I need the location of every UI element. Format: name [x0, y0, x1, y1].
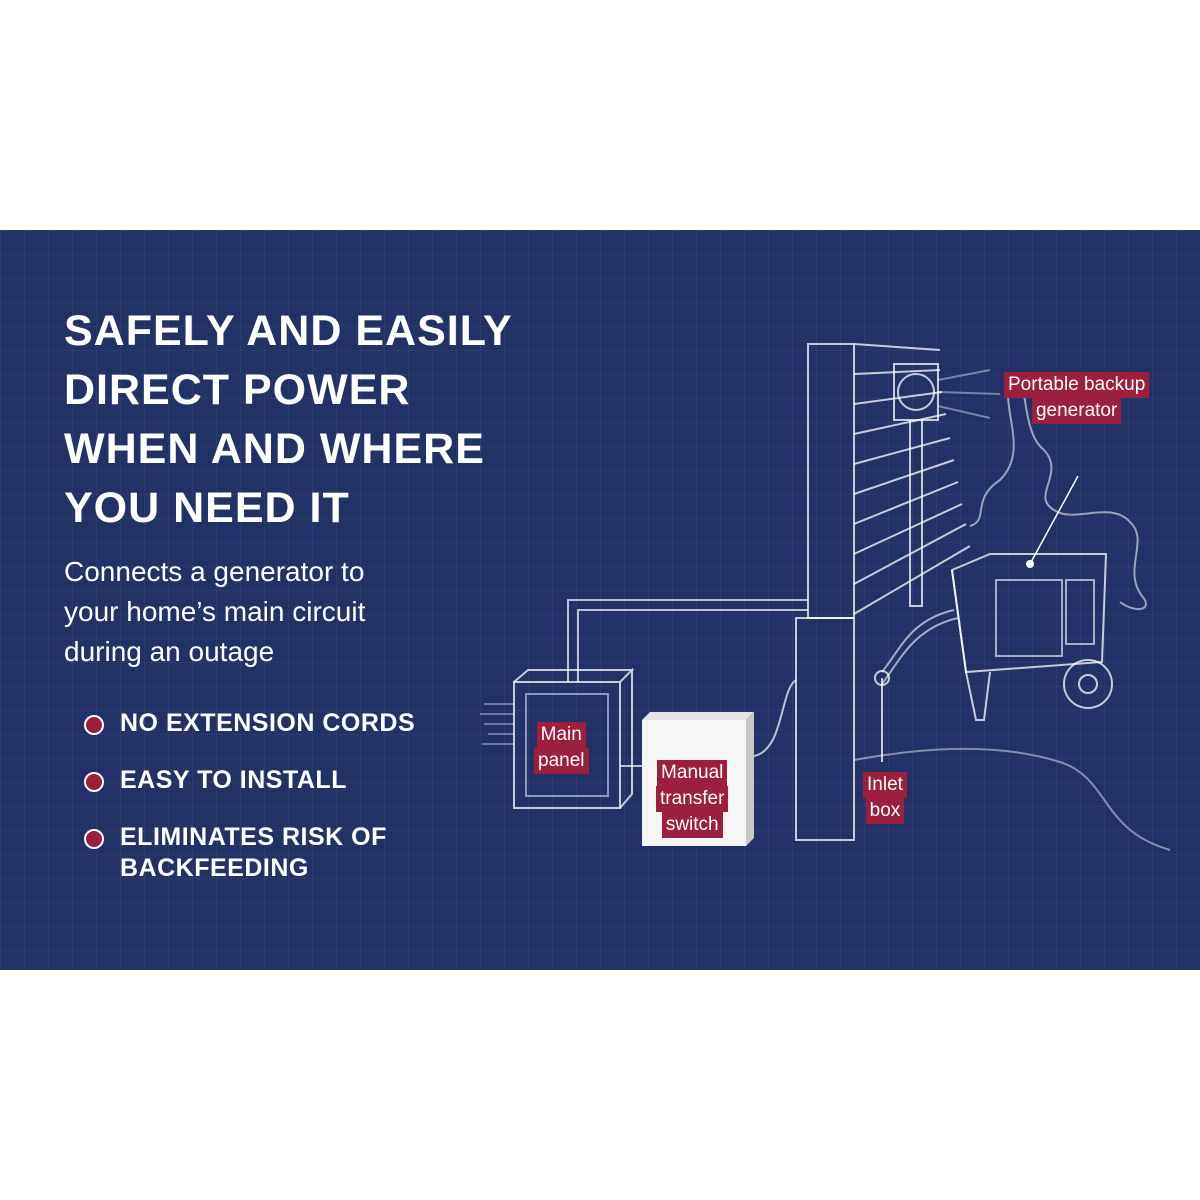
subhead-line-1: Connects a generator to	[64, 556, 365, 587]
headline-line-2: DIRECT POWER	[64, 366, 411, 414]
bullet-dot-icon	[84, 829, 104, 849]
benefit-item: EASY TO INSTALL	[84, 765, 420, 796]
benefit-text: NO EXTENSION CORDS	[120, 709, 416, 737]
headline-line-3: WHEN AND WHERE	[64, 425, 485, 473]
generator-leader	[1029, 475, 1079, 565]
subhead: Connects a generator to your home’s main…	[64, 552, 484, 672]
headline-line-4: YOU NEED IT	[64, 484, 350, 532]
ground-line	[853, 747, 1171, 851]
headline-line-1: SAFELY AND EASILY	[64, 307, 513, 355]
house-wall-icon	[795, 343, 971, 841]
benefit-text: EASY TO INSTALL	[120, 766, 347, 794]
generator-label: Portable backup generator	[1004, 372, 1150, 424]
wiring-diagram: Main panel Manual transfer switch Inlet …	[470, 310, 1190, 910]
bullet-dot-icon	[84, 715, 104, 735]
exhaust-cloud-icon	[969, 372, 1147, 611]
benefit-text: ELIMINATES RISK OF	[120, 823, 387, 851]
banner: SAFELY AND EASILY DIRECT POWER WHEN AND …	[0, 230, 1200, 970]
main-panel-label: Main panel	[534, 722, 589, 774]
generator-cord	[881, 609, 959, 685]
diagram-illustration	[480, 343, 1171, 851]
benefit-list: NO EXTENSION CORDS EASY TO INSTALL ELIMI…	[84, 708, 420, 910]
transfer-switch-label: Manual transfer switch	[656, 760, 729, 838]
generator-icon	[950, 553, 1113, 721]
benefit-text: BACKFEEDING	[120, 854, 309, 882]
benefit-item: NO EXTENSION CORDS	[84, 708, 420, 739]
speed-lines	[480, 703, 514, 745]
benefit-item: ELIMINATES RISK OF BACKFEEDING	[84, 822, 420, 884]
bullet-dot-icon	[84, 772, 104, 792]
electric-meter-icon	[893, 363, 1001, 607]
main-panel-icon	[513, 667, 635, 809]
subhead-line-3: during an outage	[64, 636, 275, 667]
inlet-box-label: Inlet box	[863, 772, 907, 824]
subhead-line-2: your home’s main circuit	[64, 596, 366, 627]
headline: SAFELY AND EASILY DIRECT POWER WHEN AND …	[64, 302, 624, 538]
panel-wire	[567, 599, 808, 682]
